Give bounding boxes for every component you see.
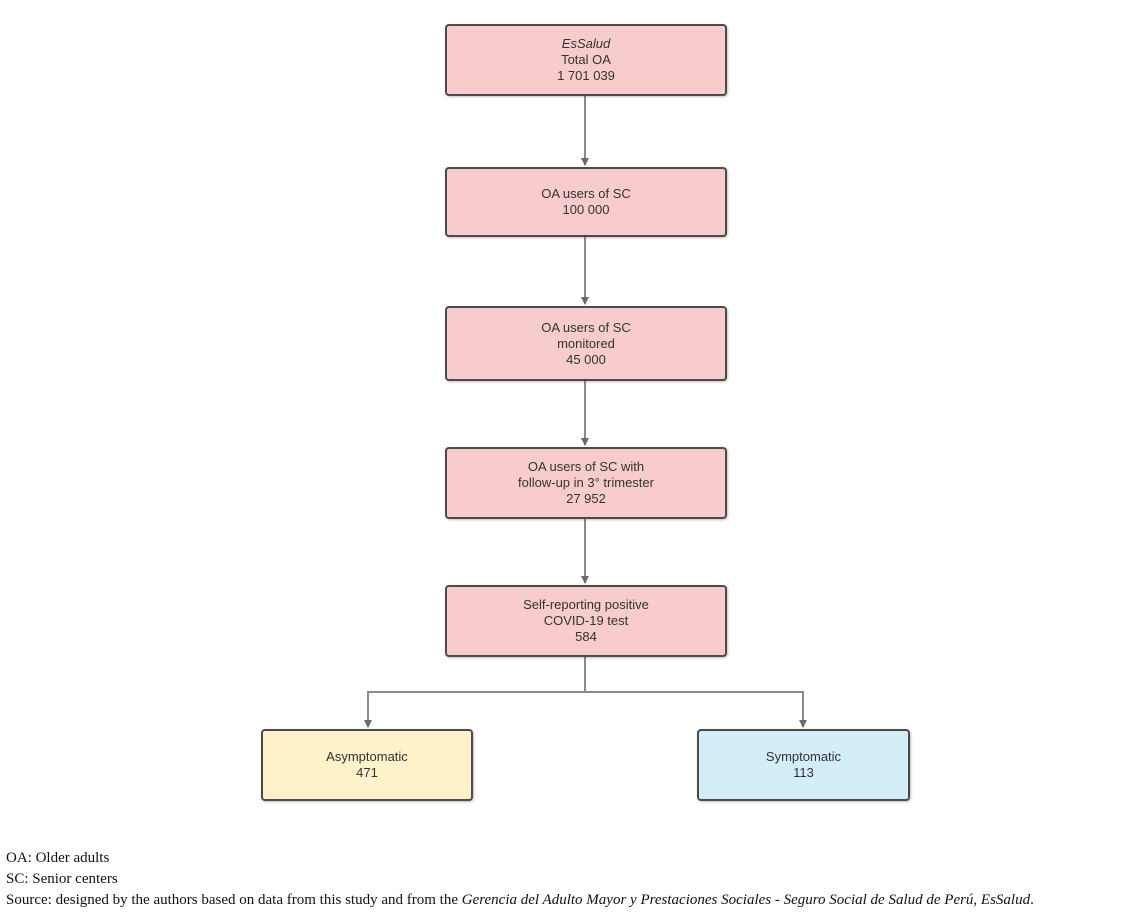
footnote-source: Source: designed by the authors based on… <box>6 890 1141 911</box>
arrow-positive-to-asymptomatic <box>364 657 586 728</box>
node-oa-users-sc-label: OA users of SC <box>541 186 631 201</box>
node-asymptomatic-count: 471 <box>356 765 378 780</box>
node-followup-label-line2: follow-up in 3° trimester <box>518 475 654 490</box>
node-monitored-label-line2: monitored <box>557 335 615 351</box>
node-asymptomatic: Asymptomatic 471 <box>261 729 473 801</box>
node-followup: OA users of SC with follow-up in 3° trim… <box>445 447 727 519</box>
node-followup-label-line1: OA users of SC with <box>527 459 645 474</box>
footnote-oa: OA: Older adults <box>6 850 110 866</box>
node-positive-covid: Self-reporting positive COVID-19 test 58… <box>445 585 727 657</box>
node-oa-users-sc: OA users of SC 100 000 <box>445 167 727 237</box>
footnote-source-suffix: . <box>1030 892 1034 908</box>
footnote-source-prefix: Source: designed by the authors based on… <box>6 892 462 908</box>
node-symptomatic: Symptomatic 113 <box>697 729 910 801</box>
node-total-oa-count: 1 701 039 <box>557 68 615 83</box>
node-oa-users-sc-count: 100 000 <box>562 202 610 217</box>
node-symptomatic-label: Symptomatic <box>765 749 842 764</box>
node-monitored-label-line1: OA users of SC <box>541 319 631 335</box>
node-positive-label-line2: COVID-19 test <box>543 613 629 628</box>
node-total-oa: EsSalud Total OA 1 701 039 <box>445 24 727 96</box>
node-total-oa-label: Total OA <box>561 52 611 67</box>
node-monitored: OA users of SC monitored 45 000 <box>445 306 727 381</box>
arrow-positive-to-symptomatic <box>585 691 807 728</box>
node-monitored-count: 45 000 <box>566 351 606 367</box>
footnote-source-italic: Gerencia del Adulto Mayor y Prestaciones… <box>461 892 1031 908</box>
node-followup-count: 27 952 <box>566 491 606 506</box>
node-positive-label-line1: Self-reporting positive <box>523 597 649 612</box>
node-total-oa-org: EsSalud <box>561 36 611 51</box>
node-positive-count: 584 <box>575 629 597 644</box>
footnotes: OA: Older adults SC: Senior centers Sour… <box>6 848 1141 911</box>
footnote-sc: SC: Senior centers <box>6 871 118 887</box>
node-symptomatic-count: 113 <box>793 765 814 780</box>
node-asymptomatic-label: Asymptomatic <box>326 749 408 764</box>
